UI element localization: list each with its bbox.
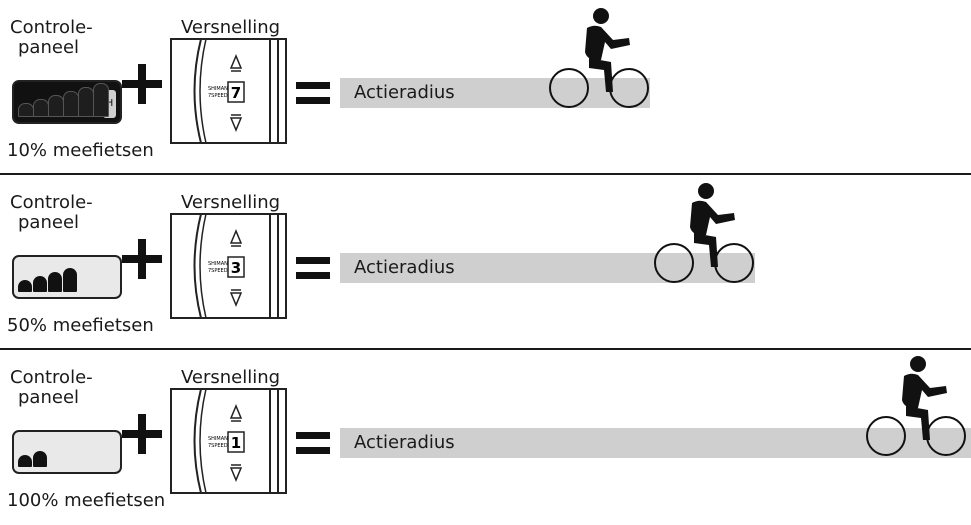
assist-percentage-label: 10% meefietsen [7, 140, 154, 161]
comparison-row-1: Controle-paneel Versnelling H SHIMANO 7S… [0, 0, 971, 175]
shifter-brand: SHIMANO [208, 86, 232, 92]
shifter-speed: 7SPEED [208, 268, 228, 274]
cyclist-icon [866, 356, 966, 456]
row-separator [0, 173, 971, 175]
assist-level-bar [33, 99, 49, 117]
gear-number: 3 [231, 259, 241, 277]
gear-number: 7 [231, 84, 241, 102]
range-label: Actieradius [354, 432, 455, 453]
assist-level-bar [48, 272, 62, 292]
panel-label: Controle-paneel [10, 17, 93, 58]
assist-level-bar [48, 95, 64, 117]
comparison-row-3: Controle-paneel Versnelling SHIMANO 7SPE… [0, 350, 971, 525]
assist-level-bar [63, 91, 79, 117]
assist-level-bar [93, 83, 109, 117]
shifter-speed: 7SPEED [208, 443, 228, 449]
range-label: Actieradius [354, 82, 455, 103]
assist-level-bar [18, 455, 32, 467]
gear-number: 1 [231, 434, 241, 452]
gear-shifter-icon: SHIMANO 7SPEED 7 [170, 38, 287, 144]
assist-level-bar [18, 103, 34, 117]
gear-shifter-icon: SHIMANO 7SPEED 1 [170, 388, 287, 494]
gear-shifter-icon: SHIMANO 7SPEED 3 [170, 213, 287, 319]
panel-label: Controle-paneel [10, 367, 93, 408]
control-panel-display: H [12, 80, 122, 124]
assist-percentage-label: 100% meefietsen [7, 490, 166, 511]
plus-sign [122, 414, 162, 454]
comparison-row-2: Controle-paneel Versnelling SHIMANO 7SPE… [0, 175, 971, 350]
gear-label: Versnelling [181, 367, 281, 388]
plus-sign [122, 64, 162, 104]
range-bar: Actieradius [340, 428, 971, 458]
assist-percentage-label: 50% meefietsen [7, 315, 154, 336]
equals-sign [296, 82, 330, 104]
plus-sign [122, 239, 162, 279]
equals-sign [296, 432, 330, 454]
shifter-brand: SHIMANO [208, 261, 232, 267]
gear-label: Versnelling [181, 192, 281, 213]
row-separator [0, 348, 971, 350]
control-panel-display [12, 255, 122, 299]
panel-label: Controle-paneel [10, 192, 93, 233]
cyclist-icon [549, 8, 649, 108]
shifter-brand: SHIMANO [208, 436, 232, 442]
gear-label: Versnelling [181, 17, 281, 38]
cyclist-icon [654, 183, 754, 283]
assist-level-bar [33, 451, 47, 467]
assist-level-bar [78, 87, 94, 117]
assist-level-bar [33, 276, 47, 292]
shifter-speed: 7SPEED [208, 93, 228, 99]
assist-level-bar [18, 280, 32, 292]
equals-sign [296, 257, 330, 279]
range-label: Actieradius [354, 257, 455, 278]
range-bar: Actieradius [340, 78, 650, 108]
control-panel-display [12, 430, 122, 474]
assist-level-bar [63, 268, 77, 292]
